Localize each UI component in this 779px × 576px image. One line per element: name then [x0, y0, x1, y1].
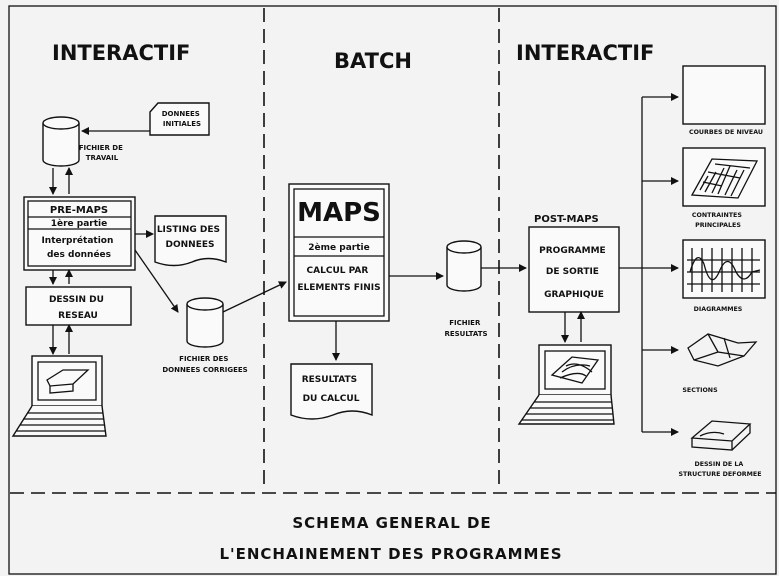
sections-label: SECTIONS	[682, 387, 718, 394]
outer-frame	[8, 5, 777, 575]
section-title-left: INTERACTIF	[52, 41, 190, 65]
section-title-middle: BATCH	[334, 49, 412, 73]
footer-title-line1: SCHEMA GENERAL DE	[292, 514, 491, 532]
maps-box	[288, 183, 390, 322]
section-title-right: INTERACTIF	[516, 41, 654, 65]
resultats-calcul-label: RESULTATS DU CALCUL	[302, 375, 361, 404]
courbes-niveau-label: COURBES DE NIVEAU	[689, 129, 763, 136]
premaps-part: 1ère partie	[51, 218, 108, 229]
dessin-reseau-box	[25, 286, 132, 326]
premaps-interpretation: Interprétation des données	[41, 235, 116, 260]
donnees-initiales-doc	[149, 102, 210, 136]
premaps-title: PRE-MAPS	[50, 205, 108, 216]
fichier-donnees-corrigees-cylinder	[186, 297, 224, 348]
courbes-niveau-output	[682, 65, 766, 125]
terminal-left-icon	[11, 355, 107, 437]
postmaps-programme: PROGRAMME DE SORTIE GRAPHIQUE	[539, 246, 609, 300]
contraintes-principales-output	[682, 147, 766, 207]
terminal-right-icon	[517, 344, 615, 425]
dessin-reseau-label: DESSIN DU RESEAU	[49, 295, 107, 321]
fichier-travail-label: FICHIER DE TRAVAIL	[79, 144, 126, 162]
donnees-initiales-label: DONNEES INITIALES	[162, 110, 203, 128]
listing-donnees-doc	[154, 215, 227, 267]
listing-donnees-label: LISTING DES DONNEES	[157, 225, 223, 250]
diagrammes-label: DIAGRAMMES	[694, 306, 743, 313]
sections-output	[687, 333, 758, 367]
fichier-resultats-label: FICHIER RESULTATS	[444, 319, 487, 338]
maps-calcul: CALCUL PAR ELEMENTS FINIS	[297, 266, 380, 293]
resultats-calcul-doc	[290, 363, 373, 420]
maps-title: MAPS	[297, 198, 381, 228]
structure-deformee-output	[690, 420, 752, 451]
fichier-resultats-cylinder	[446, 240, 482, 292]
fichier-donnees-corrigees-label: FICHIER DES DONNEES CORRIGEES	[162, 355, 247, 374]
maps-part: 2ème partie	[308, 242, 369, 253]
postmaps-title: POST-MAPS	[534, 214, 599, 225]
contraintes-principales-label: CONTRAINTES PRINCIPALES	[692, 212, 744, 229]
footer-title-line2: L'ENCHAINEMENT DES PROGRAMMES	[219, 545, 562, 563]
postmaps-box	[528, 226, 620, 313]
structure-deformee-label: DESSIN DE LA STRUCTURE DEFORMEE	[678, 461, 761, 478]
fichier-travail-cylinder	[42, 116, 80, 167]
diagrammes-output	[682, 239, 766, 299]
